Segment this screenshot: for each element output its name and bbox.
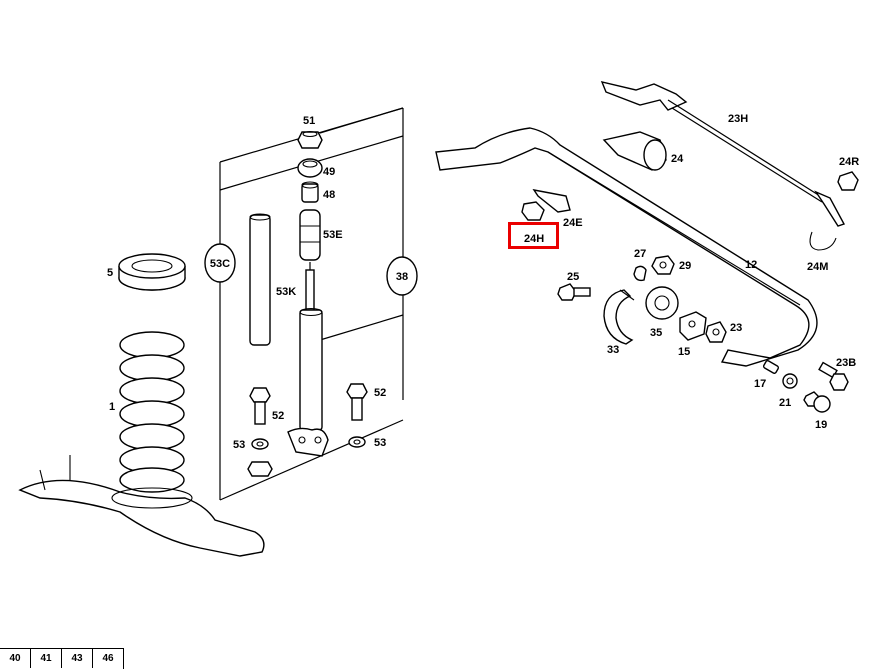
callout-labels: 51 49 48 53E 53K 5 1 52 53 52 53 23H 24 … — [107, 113, 859, 451]
callout-53-right[interactable]: 53 — [374, 437, 386, 449]
callout-23B[interactable]: 23B — [836, 357, 856, 369]
part-38-shock-absorber[interactable] — [287, 262, 329, 457]
callout-35[interactable]: 35 — [650, 327, 662, 339]
part-5-spring-seat[interactable] — [118, 253, 186, 291]
lower-control-arm — [18, 455, 265, 557]
page-tab[interactable]: 43 — [61, 649, 92, 668]
callout-25[interactable]: 25 — [567, 271, 579, 283]
callout-53-left[interactable]: 53 — [233, 439, 245, 451]
part-48-bushing[interactable] — [301, 181, 319, 203]
part-27-washer[interactable] — [633, 265, 647, 282]
callout-21[interactable]: 21 — [779, 397, 791, 409]
part-53E-buffer[interactable] — [299, 209, 321, 261]
part-24-mount[interactable] — [602, 131, 667, 171]
callout-24E[interactable]: 24E — [563, 217, 583, 229]
callout-5[interactable]: 5 — [107, 267, 113, 279]
part-52-bolt-right[interactable] — [346, 383, 368, 421]
part-24M-u-bolt[interactable] — [809, 231, 837, 251]
callout-23[interactable]: 23 — [730, 322, 742, 334]
callout-52-right[interactable]: 52 — [374, 387, 386, 399]
assembly-frame — [219, 107, 404, 501]
highlight-box-24H — [508, 222, 559, 249]
callout-27[interactable]: 27 — [634, 248, 646, 260]
part-nut-left[interactable] — [247, 461, 273, 477]
callout-24H[interactable]: 24H — [524, 233, 544, 245]
part-23B-bolt[interactable] — [818, 361, 849, 391]
part-53K-tube[interactable] — [249, 213, 271, 346]
circled-ref-38[interactable]: 38 — [386, 256, 418, 296]
callout-49[interactable]: 49 — [323, 166, 335, 178]
callout-53E[interactable]: 53E — [323, 229, 343, 241]
callout-12[interactable]: 12 — [745, 259, 757, 271]
page-tab[interactable]: 40 — [9, 653, 21, 664]
part-19-bolt[interactable] — [803, 391, 831, 413]
callout-33[interactable]: 33 — [607, 344, 619, 356]
callout-52-left[interactable]: 52 — [272, 410, 284, 422]
part-52-bolt-left[interactable] — [249, 387, 271, 425]
part-33-clamp[interactable] — [603, 289, 635, 345]
callout-23H[interactable]: 23H — [728, 113, 748, 125]
callout-48[interactable]: 48 — [323, 189, 335, 201]
part-1-coil-spring[interactable] — [119, 331, 185, 493]
part-24H-nut[interactable] — [521, 201, 545, 221]
part-23-nut[interactable] — [705, 321, 727, 343]
callout-24R[interactable]: 24R — [839, 156, 859, 168]
callout-24[interactable]: 24 — [671, 153, 684, 165]
part-29-nut[interactable] — [651, 255, 675, 275]
callout-17[interactable]: 17 — [754, 378, 766, 390]
callout-1[interactable]: 1 — [109, 401, 115, 413]
part-24R-nut[interactable] — [837, 171, 859, 191]
part-53-washer-right[interactable] — [348, 436, 366, 448]
callout-19[interactable]: 19 — [815, 419, 827, 431]
part-53-washer-left[interactable] — [251, 438, 269, 450]
callout-53K[interactable]: 53K — [276, 286, 296, 298]
part-17-sleeve[interactable] — [762, 360, 780, 374]
callout-15[interactable]: 15 — [678, 346, 690, 358]
page-tab[interactable]: 41 — [30, 649, 61, 668]
part-23H-link[interactable] — [600, 81, 846, 227]
part-21-washer[interactable] — [782, 373, 798, 389]
callout-24M[interactable]: 24M — [807, 261, 828, 273]
svg-text:53C: 53C — [210, 258, 230, 270]
circled-ref-53C[interactable]: 53C — [204, 243, 236, 283]
part-24E-clip[interactable] — [532, 189, 571, 213]
part-12-stabilizer-bar[interactable] — [435, 127, 818, 367]
part-35-bushing[interactable] — [645, 286, 679, 320]
callout-29[interactable]: 29 — [679, 260, 691, 272]
part-15-clamp[interactable] — [679, 311, 707, 341]
callout-51[interactable]: 51 — [303, 115, 315, 127]
part-51-nut[interactable] — [297, 130, 323, 149]
page-tabs: 40 41 43 46 — [0, 648, 124, 669]
part-49-washer[interactable] — [297, 158, 323, 178]
svg-text:38: 38 — [396, 271, 408, 283]
part-25-bolt[interactable] — [557, 283, 591, 301]
page-tab[interactable]: 46 — [92, 649, 123, 668]
